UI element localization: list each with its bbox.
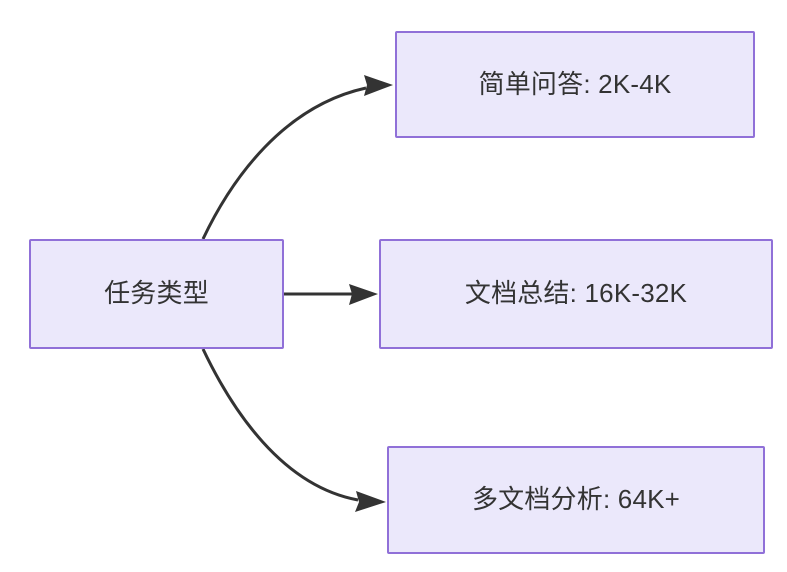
- edge-to-multi-document-analysis: [201, 348, 386, 512]
- node-label: 任务类型: [104, 278, 209, 309]
- edge-to-simple-qa: [201, 75, 393, 240]
- node-label: 文档总结: 16K-32K: [464, 278, 688, 309]
- node-simple-qa[interactable]: 简单问答: 2K-4K: [395, 31, 755, 138]
- edge-to-document-summary: [284, 284, 378, 305]
- node-label: 多文档分析: 64K+: [471, 484, 681, 515]
- node-task-type[interactable]: 任务类型: [29, 239, 284, 349]
- node-label: 简单问答: 2K-4K: [478, 68, 672, 99]
- edge-path-curved-up: [201, 86, 367, 240]
- arrow-head-icon: [355, 491, 386, 512]
- arrow-head-icon: [364, 75, 393, 96]
- edge-path-curved-down: [201, 348, 359, 502]
- node-document-summary[interactable]: 文档总结: 16K-32K: [379, 239, 773, 349]
- node-multi-document-analysis[interactable]: 多文档分析: 64K+: [387, 446, 765, 554]
- arrow-head-icon: [349, 284, 378, 305]
